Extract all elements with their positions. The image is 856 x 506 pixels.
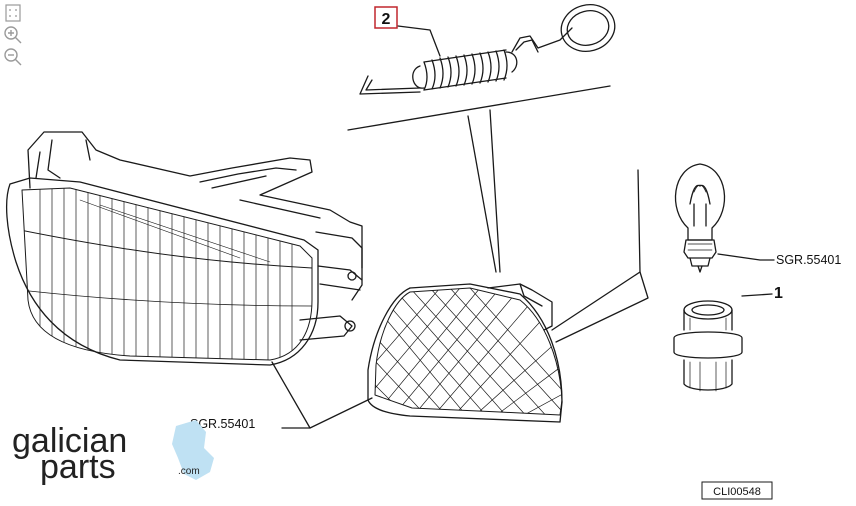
sgr-bulb-label: SGR.55401: [776, 253, 841, 267]
drawing-code-label: CLI00548: [713, 486, 761, 498]
headlamp-assembly: [6, 131, 363, 366]
bulb: [674, 163, 726, 273]
logo-suffix: .com: [178, 466, 200, 477]
tension-spring: [359, 4, 616, 95]
sgr-lamp-label: SGR.55401: [190, 417, 255, 431]
galicianparts-logo: galician parts .com: [12, 420, 214, 486]
zoom-in-icon[interactable]: [2, 24, 24, 46]
logo-map-accent: [172, 420, 214, 480]
viewer-toolbar: [2, 2, 24, 68]
callout-1-label: 1: [774, 285, 783, 302]
drawing-code-box: [701, 481, 773, 500]
callout-2-box: [374, 6, 398, 29]
logo-line2: parts: [40, 448, 116, 486]
bulb-holder: [673, 300, 743, 392]
indicator-lens-grid: [375, 288, 562, 415]
fit-page-icon[interactable]: [2, 2, 24, 24]
leader-lines: [271, 25, 775, 429]
callout-2-label: 2: [382, 11, 391, 28]
indicator-lamp: [367, 283, 563, 423]
logo-line1: galician: [12, 422, 127, 460]
zoom-out-icon[interactable]: [2, 46, 24, 68]
headlamp-lens-texture: [22, 188, 312, 360]
